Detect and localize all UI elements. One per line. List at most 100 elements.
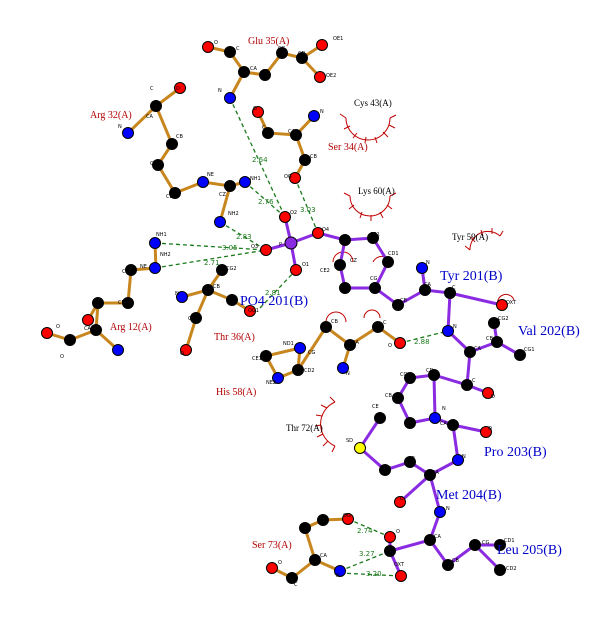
atom-label: N <box>336 573 340 579</box>
carbon-atom <box>424 534 436 546</box>
hbond-distance: 2.76 <box>258 198 274 206</box>
hbond-ser73-n-1 <box>339 550 391 572</box>
atom-label: CB <box>213 284 220 290</box>
nitrogen-atom <box>197 176 209 188</box>
oxygen-atom <box>180 344 192 356</box>
atom-label: CA <box>440 421 447 427</box>
carbon-atom <box>224 180 236 192</box>
atom-label: CD1 <box>504 538 515 544</box>
residue-label-cys43: Cys 43(A) <box>354 98 392 108</box>
carbon-atom <box>334 259 346 271</box>
carbon-atom <box>122 297 134 309</box>
atom-label: O <box>60 354 64 360</box>
hbond-glu35-ser34-o <box>229 97 286 218</box>
oxygen-atom <box>314 71 326 83</box>
oxygen-atom <box>289 172 301 184</box>
atom-label: OE1 <box>333 36 343 42</box>
atom-label: CG <box>122 269 129 275</box>
oxygen-atom <box>290 264 302 276</box>
atom-label: CE2 <box>320 268 330 274</box>
atom-label: NE2 <box>266 380 276 386</box>
atom-label: O4 <box>322 227 329 233</box>
oxygen-atom <box>82 314 94 326</box>
atom-label: CD2 <box>304 368 315 374</box>
atom-labels: O C CA CB CG CD OE1 OE2 N O C CA CB CG C… <box>56 36 535 588</box>
atom-label: N <box>320 109 324 115</box>
atom-label: CB <box>385 393 392 399</box>
nitrogen-atom <box>149 262 161 274</box>
atom-label: N <box>218 88 222 94</box>
oxygen-atom <box>279 211 291 223</box>
hydrophobic-arc-cys43 <box>339 113 397 144</box>
oxygen-atom <box>394 496 406 508</box>
carbon-atom <box>488 317 500 329</box>
oxygen-atom <box>384 531 396 543</box>
carbon-atom <box>299 154 311 166</box>
atom-label: CB <box>400 298 407 304</box>
atom-label: CG <box>482 540 489 546</box>
residue-label-met204: Met 204(B) <box>436 488 502 503</box>
nitrogen-atom <box>294 342 306 354</box>
hbond-distance: 2.71 <box>204 259 220 267</box>
residue-labels: Glu 35(A) Arg 32(A) Ser 34(A) Thr 36(A) … <box>90 36 580 558</box>
atom-label: O <box>278 560 282 566</box>
nitrogen-atom <box>334 565 346 577</box>
atom-label: CB <box>318 520 325 526</box>
residue-label-thr72: Thr 72(A) <box>286 423 323 433</box>
carbon-atom <box>286 572 298 584</box>
atom-label: CZ <box>219 192 226 198</box>
carbon-atom <box>320 321 332 333</box>
nitrogen-atom <box>416 262 428 274</box>
atom-label: C <box>472 378 476 384</box>
residue-label-glu35: Glu 35(A) <box>248 36 289 47</box>
carbon-atom <box>494 564 506 576</box>
atom-label: CD <box>426 368 433 374</box>
atom-label: O <box>180 351 184 357</box>
residue-label-tyr201: Tyr 201(B) <box>440 269 503 284</box>
atom-label: O1 <box>302 262 309 268</box>
atom-label: CA <box>424 282 431 288</box>
nitrogen-atom <box>176 291 188 303</box>
nitrogen-atom <box>308 110 320 122</box>
carbon-atom <box>216 264 228 276</box>
atom-label: CG <box>278 46 285 52</box>
atom-label: CD2 <box>506 566 517 572</box>
carbon-atom <box>259 69 271 81</box>
residue-label-val202: Val 202(B) <box>518 324 580 339</box>
atom-label: CA <box>320 553 327 559</box>
atom-label: NH2 <box>228 211 239 217</box>
carbon-atom <box>428 369 440 381</box>
carbon-atom <box>296 52 308 64</box>
nitrogen-atom <box>434 506 446 518</box>
carbon-atom <box>444 287 456 299</box>
atom-label: CD <box>166 194 173 200</box>
atom-label: CB <box>452 558 459 564</box>
atom-label: CB <box>176 134 183 140</box>
hbond-distance-labels: 2.64 2.76 3.03 2.83 3.05 2.71 2.81 2.88 … <box>204 156 430 578</box>
nitrogen-atom <box>149 237 161 249</box>
atom-label: CG <box>384 466 391 472</box>
carbon-atom <box>367 232 379 244</box>
oxygen-atom <box>312 227 324 239</box>
carbon-atom <box>514 349 526 361</box>
carbon-atom <box>226 294 238 306</box>
nitrogen-atom <box>239 176 251 188</box>
carbon-atom <box>190 312 202 324</box>
nitrogen-atom <box>429 412 441 424</box>
carbon-atom <box>404 417 416 429</box>
nitrogen-atom <box>452 454 464 466</box>
atom-label: N <box>442 406 446 412</box>
atom-label: OE2 <box>326 73 336 79</box>
oxygen-atom <box>316 39 328 51</box>
atom-label: CA <box>188 316 195 322</box>
carbon-atom <box>461 379 473 391</box>
oxygen-atom <box>496 299 508 311</box>
carbon-atom <box>372 321 384 333</box>
carbon-atom <box>299 522 311 534</box>
atom-label: SD <box>346 438 353 444</box>
atom-label: CB <box>486 336 493 342</box>
oxygen-atom <box>252 106 264 118</box>
atom-label: P <box>279 242 282 248</box>
atom-label: CB <box>408 456 415 462</box>
